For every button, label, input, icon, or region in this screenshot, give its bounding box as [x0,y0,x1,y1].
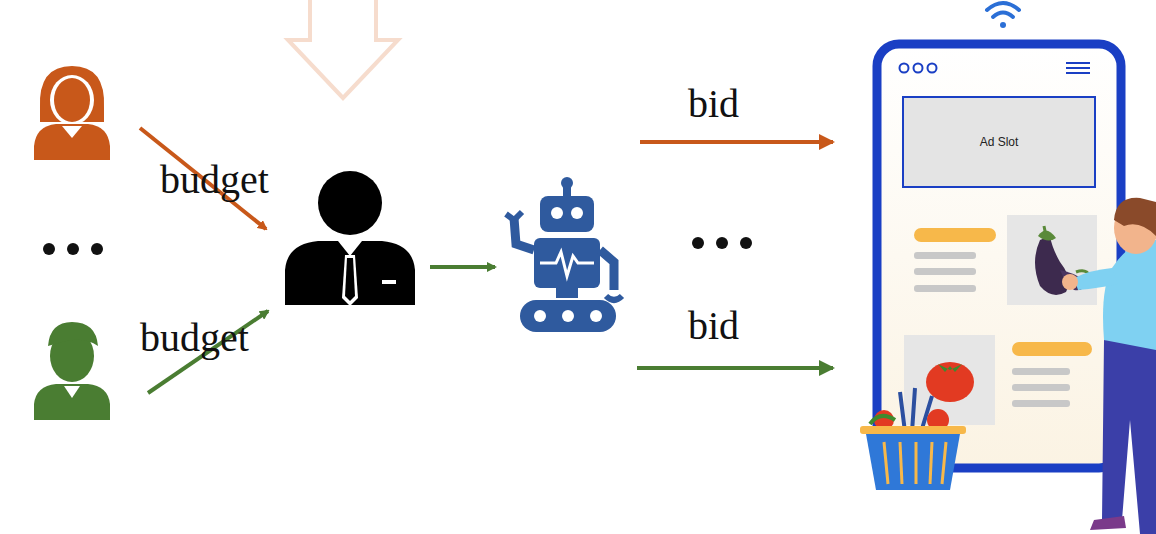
phone-dots [900,64,937,73]
budget-label: budget [160,160,269,200]
faint-arrow [288,0,398,98]
agent-icon [285,171,415,306]
menu-icon [1066,63,1090,73]
text-bars [1012,368,1070,407]
image-tile [904,335,995,425]
bid-label: bid [688,84,739,124]
tomato [926,362,974,402]
ad-slot: Ad Slot [902,96,1096,188]
title-bar [1012,342,1092,356]
bid-arrow [637,366,833,370]
slot-label: Ad Slot [980,135,1019,149]
advertiser-icon [34,66,110,160]
text-bars [914,252,976,292]
bid-arrow [640,140,833,144]
bid-label: bid [688,306,739,346]
budget-label: budget [140,318,249,358]
shopper [1062,198,1156,534]
phone [877,44,1121,468]
image-tile [1007,215,1097,305]
title-bar [914,228,996,242]
robot-icon [506,177,622,332]
ellipsis-dots [692,237,752,249]
wifi-icon [987,3,1019,28]
ellipsis-dots [43,243,103,255]
advertiser-icon [34,322,110,420]
basket [860,388,966,490]
flow-arrow [430,265,495,269]
